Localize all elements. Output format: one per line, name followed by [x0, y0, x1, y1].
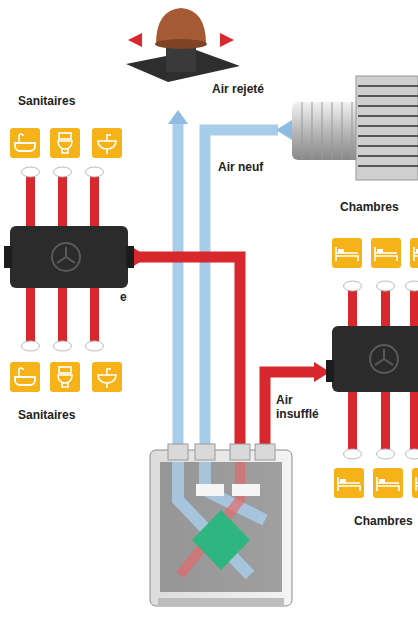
room-heading: Sanitaires	[18, 94, 75, 108]
air-intake-grille	[292, 76, 418, 180]
room-icons	[10, 128, 418, 498]
room-heading: Chambres	[340, 200, 399, 214]
heat-recovery-unit	[150, 444, 292, 606]
room-group: Chambres	[318, 200, 418, 270]
roof-outlet	[126, 8, 240, 82]
flow-label: Air rejeté	[212, 82, 292, 96]
room-group: Chambres	[318, 464, 418, 528]
room-group: Sanitaires	[6, 358, 130, 422]
flow-label: Air neuf	[218, 160, 288, 174]
duct-arrow	[168, 110, 188, 124]
room-heading: Sanitaires	[18, 408, 75, 422]
duct-arrow	[132, 247, 148, 267]
extraction-plenum	[4, 167, 134, 351]
duct-arrow	[276, 120, 292, 140]
room-group: Sanitaires	[6, 94, 130, 162]
supply-plenum	[326, 281, 418, 459]
room-heading: Chambres	[354, 514, 413, 528]
flow-label: Air insufflé	[276, 393, 328, 421]
flow-label: e	[120, 290, 140, 304]
